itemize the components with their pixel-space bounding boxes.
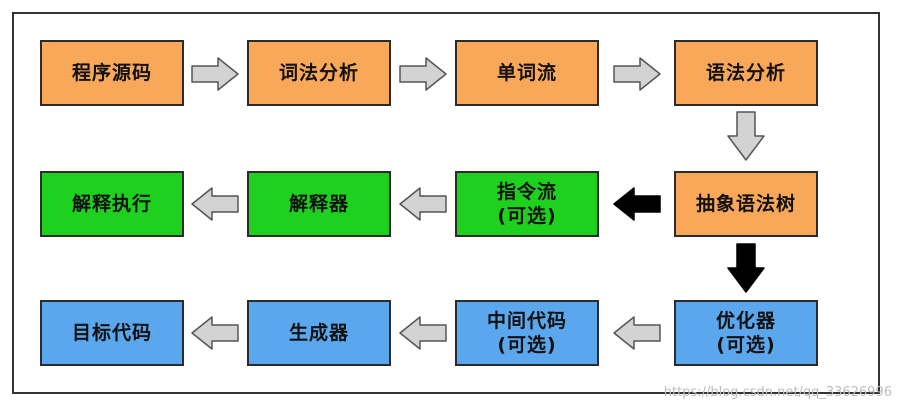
node-label: 单词流 [496, 62, 557, 84]
arrow-left-icon [191, 187, 239, 221]
node-label: 解释器 [288, 193, 349, 215]
arrow-down-icon [727, 111, 765, 161]
arrow-left-icon [399, 316, 447, 350]
node-label: 词法分析 [278, 62, 359, 84]
node-token-stream: 单词流 [455, 40, 599, 106]
node-label: 抽象语法树 [695, 193, 796, 215]
node-label: 指令流 [496, 181, 557, 203]
node-label: 生成器 [288, 322, 349, 344]
arrow-left-icon [191, 316, 239, 350]
arrow-down-black-icon [727, 243, 765, 293]
node-generator: 生成器 [247, 300, 391, 366]
arrow-left-black-icon [613, 187, 661, 221]
node-source-code: 程序源码 [40, 40, 184, 106]
node-label: 目标代码 [71, 322, 152, 344]
node-label-optional: (可选) [716, 334, 776, 356]
node-label: 程序源码 [71, 62, 152, 84]
arrow-left-icon [399, 187, 447, 221]
node-lexical-analysis: 词法分析 [247, 40, 391, 106]
node-instruction-stream: 指令流 (可选) [455, 171, 599, 237]
node-label-optional: (可选) [497, 334, 557, 356]
node-syntax-analysis: 语法分析 [674, 40, 818, 106]
node-target-code: 目标代码 [40, 300, 184, 366]
arrow-right-icon [399, 57, 447, 91]
node-label: 语法分析 [705, 62, 786, 84]
node-intermediate-code: 中间代码 (可选) [455, 300, 599, 366]
node-optimizer: 优化器 (可选) [674, 300, 818, 366]
arrow-right-icon [613, 57, 661, 91]
node-label: 优化器 [715, 310, 776, 332]
node-interpreter: 解释器 [247, 171, 391, 237]
watermark-text: https://blog.csdn.net/qq_33626996 [663, 385, 892, 400]
node-label: 解释执行 [71, 193, 152, 215]
arrow-left-icon [613, 316, 661, 350]
node-interpret-execute: 解释执行 [40, 171, 184, 237]
node-ast: 抽象语法树 [674, 171, 818, 237]
arrow-right-icon [191, 57, 239, 91]
node-label-optional: (可选) [497, 205, 557, 227]
node-label: 中间代码 [486, 310, 567, 332]
